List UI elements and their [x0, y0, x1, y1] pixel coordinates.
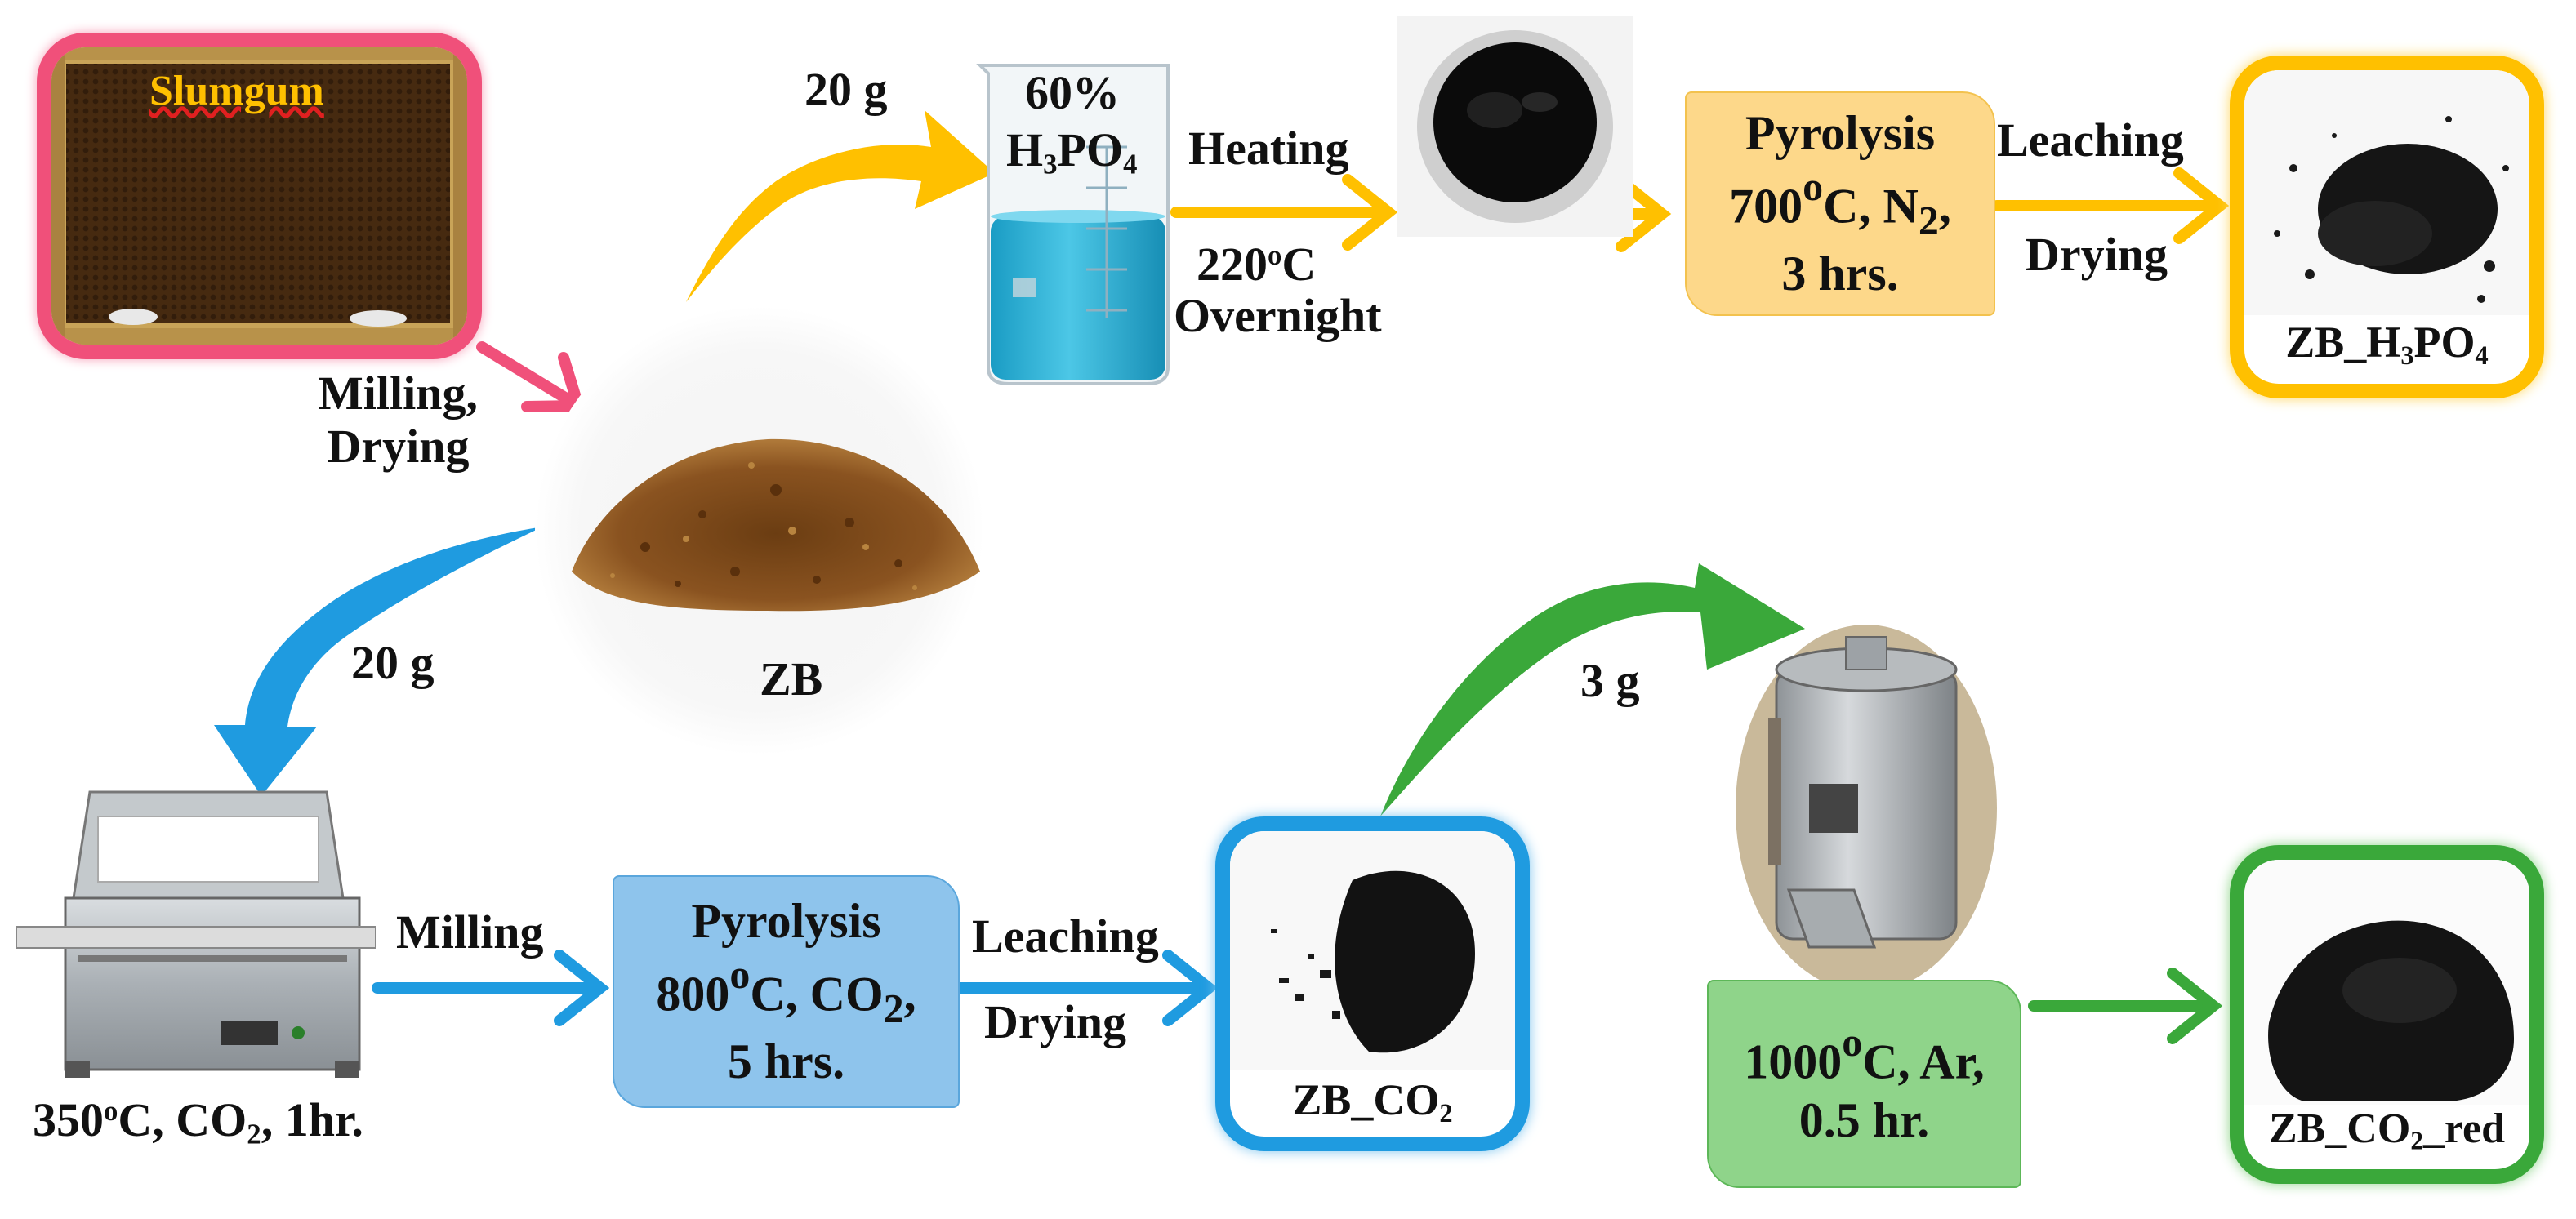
- furnace-caption: 350oC, CO2, 1hr.: [33, 1093, 363, 1151]
- heating-label: Heating: [1188, 122, 1349, 175]
- pyrolysis-top-line3: 3 hrs.: [1781, 246, 1899, 300]
- zb-label: ZB: [760, 652, 823, 705]
- acid-h: H: [1006, 123, 1044, 176]
- milling-drying-line1: Milling,: [319, 367, 478, 420]
- milling-drying-line2: Drying: [327, 419, 470, 473]
- pyrolysis-bottom-line2: 800oC, CO2,: [656, 950, 916, 1033]
- co2-sub: 2: [1439, 1099, 1453, 1129]
- heating-temp-value: 220: [1197, 238, 1268, 291]
- yellow-arrow-heating: [1170, 174, 1398, 251]
- paste-bowl-image: [1397, 16, 1633, 237]
- pyro-bottom-gas: C, CO: [750, 967, 884, 1021]
- left-mass-label: 20 g: [351, 636, 435, 689]
- pyro-top-gas: C, N: [1823, 179, 1919, 234]
- heating-temp-sup: o: [1268, 238, 1282, 271]
- furnace-gas: C, CO: [118, 1093, 247, 1146]
- red-sub: 2: [2410, 1126, 2423, 1155]
- leaching-top-label: Leaching: [1997, 113, 2184, 167]
- reduction-line1: 1000oC, Ar,: [1744, 1018, 1984, 1091]
- beaker-percent: 60%: [1025, 66, 1120, 119]
- product-h3po4-frame: ZB_H3PO4: [2230, 56, 2544, 398]
- heating-time: Overnight: [1174, 289, 1382, 342]
- h3po4-powder-image: [2244, 70, 2529, 315]
- pyrolysis-top-line1: Pyrolysis: [1745, 106, 1936, 161]
- pyro-top-sub: 2: [1918, 197, 1939, 243]
- furnace-sub: 2: [247, 1118, 261, 1150]
- blue-arrow-milling: [372, 950, 610, 1026]
- green-mass-label: 3 g: [1580, 654, 1640, 707]
- pyro-top-sup: o: [1803, 163, 1824, 210]
- pyro-bottom-sub: 2: [883, 985, 904, 1031]
- zb-powder-image: [535, 306, 984, 755]
- beaker-acid-formula: H3PO4: [1006, 123, 1138, 181]
- pyro-bottom-temp: 800: [656, 967, 730, 1021]
- red-powder-image: [2244, 860, 2529, 1105]
- product-co2-label: ZB_CO2: [1230, 1074, 1515, 1129]
- pyro-bottom-sup: o: [729, 951, 751, 998]
- reduction-temp: 1000: [1744, 1034, 1843, 1089]
- reduction-line2: 0.5 hr.: [1798, 1092, 1930, 1147]
- yellow-curve-arrow: [686, 110, 995, 302]
- milling-label: Milling: [396, 905, 544, 959]
- red-a: ZB_CO: [2268, 1106, 2411, 1152]
- acid-po: PO: [1057, 123, 1124, 176]
- h3po4-sub2: 4: [2475, 341, 2489, 371]
- green-arrow-to-product: [2028, 968, 2223, 1044]
- tube-furnace-image: [16, 790, 376, 1078]
- acid-sub2: 4: [1123, 148, 1138, 180]
- yellow-arrow-leaching: [1991, 167, 2230, 244]
- product-red-label: ZB_CO2_red: [2244, 1105, 2529, 1156]
- pyro-top-comma: ,: [1938, 179, 1951, 234]
- furnace-sup: o: [104, 1094, 118, 1127]
- co2-a: ZB_CO: [1292, 1075, 1440, 1124]
- top-mass-label: 20 g: [804, 63, 888, 116]
- heating-temp-unit: C: [1281, 238, 1317, 291]
- blue-arrow-leaching: [954, 950, 1219, 1026]
- pyro-top-temp: 700: [1729, 179, 1803, 234]
- h3po4-a: ZB_H: [2285, 318, 2401, 367]
- product-red-frame: ZB_CO2_red: [2230, 845, 2544, 1184]
- honeycomb-image: [51, 47, 467, 345]
- pyrolysis-bottom-box: Pyrolysis 800oC, CO2, 5 hrs.: [613, 875, 960, 1108]
- reduction-sup: o: [1842, 1019, 1863, 1066]
- milling-drying-label: Milling, Drying: [319, 367, 478, 474]
- acid-sub1: 3: [1043, 148, 1058, 180]
- reduction-gas: C, Ar,: [1862, 1034, 1985, 1089]
- heating-temp: 220oC: [1197, 238, 1316, 291]
- green-curve-arrow: [1380, 563, 1805, 816]
- drying-top-label: Drying: [2026, 228, 2168, 281]
- pyrolysis-top-line2: 700oC, N2,: [1729, 162, 1951, 245]
- pyro-bottom-comma: ,: [903, 967, 916, 1021]
- product-h3po4-label: ZB_H3PO4: [2244, 317, 2529, 371]
- product-co2-frame: ZB_CO2: [1215, 816, 1530, 1151]
- pyrolysis-bottom-line3: 5 hrs.: [727, 1034, 845, 1088]
- co2-powder-image: [1230, 831, 1515, 1070]
- leaching-bottom-label: Leaching: [972, 910, 1159, 963]
- slumgum-label: Slumgum: [149, 68, 324, 114]
- h3po4-sub1: 3: [2400, 341, 2414, 371]
- h3po4-b: PO: [2413, 318, 2476, 367]
- slumgum-frame: Slumgum: [37, 33, 482, 359]
- reduction-furnace-image: [1736, 625, 1997, 992]
- reduction-box: 1000oC, Ar, 0.5 hr.: [1707, 980, 2021, 1188]
- pyrolysis-bottom-line1: Pyrolysis: [691, 894, 881, 949]
- pyrolysis-top-box: Pyrolysis 700oC, N2, 3 hrs.: [1685, 91, 1995, 316]
- furnace-temp: 350: [33, 1093, 104, 1146]
- beaker-image: [976, 64, 1170, 385]
- drying-bottom-label: Drying: [984, 995, 1126, 1048]
- red-b: _red: [2422, 1106, 2506, 1152]
- blue-curve-arrow: [214, 527, 543, 796]
- furnace-time: , 1hr.: [261, 1093, 363, 1146]
